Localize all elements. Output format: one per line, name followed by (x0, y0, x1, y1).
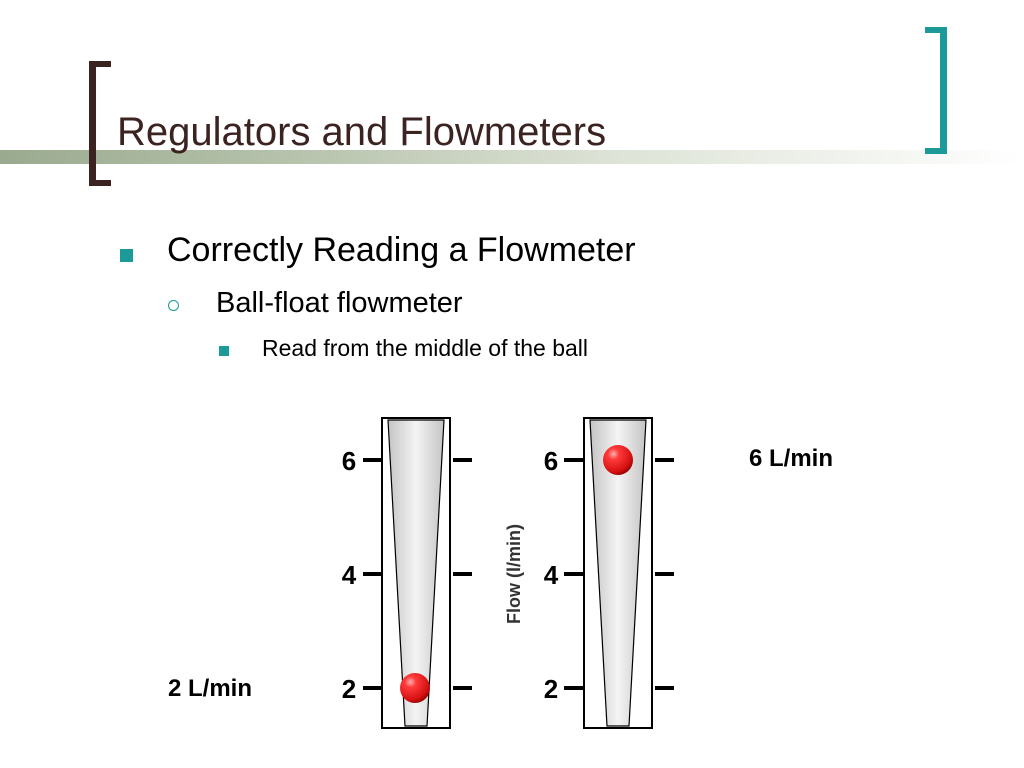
slide-title: Regulators and Flowmeters (117, 110, 607, 154)
square-bullet-icon (120, 249, 133, 262)
tapered-tube (387, 419, 445, 727)
circle-bullet-icon (168, 300, 179, 311)
title-underline-bar (0, 150, 1024, 164)
tick-label: 6 (342, 446, 356, 476)
flowmeter-left: 6 4 2 (342, 417, 472, 729)
left-bracket-decoration (89, 61, 111, 186)
flow-axis-label: Flow (l/min) (504, 524, 524, 624)
flowmeter-diagram: 6 4 2 Flow (l/min) 6 4 2 (342, 417, 674, 729)
tick-label: 4 (342, 560, 357, 590)
right-bracket-decoration (925, 27, 947, 154)
bullet-level2: Ball-float flowmeter (216, 287, 463, 319)
reading-label-low: 2 L/min (168, 675, 253, 702)
float-ball (400, 673, 430, 703)
float-ball (603, 445, 633, 475)
tick-label: 2 (544, 674, 558, 704)
square-bullet-icon (219, 346, 229, 356)
tapered-tube (589, 419, 647, 727)
bullet-level3: Read from the middle of the ball (262, 335, 589, 361)
tick-label: 2 (342, 674, 356, 704)
tick-label: 6 (544, 446, 558, 476)
reading-label-high: 6 L/min (749, 445, 834, 472)
bullet-level1: Correctly Reading a Flowmeter (167, 231, 636, 269)
flowmeter-right: 6 4 2 (544, 417, 674, 729)
tick-label: 4 (544, 560, 559, 590)
